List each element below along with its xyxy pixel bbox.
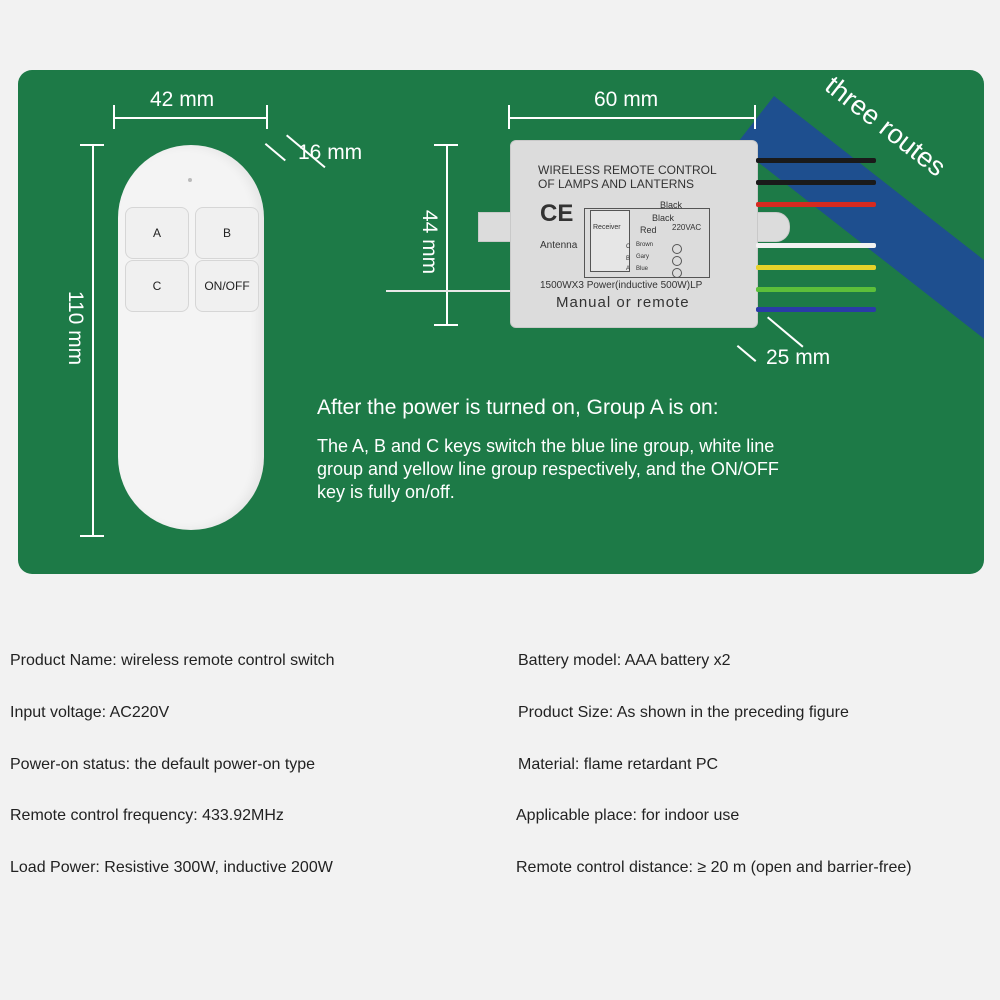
wire-green <box>756 287 876 292</box>
remote-thickness-label: 16 mm <box>298 141 363 164</box>
lamp-icon <box>672 256 682 266</box>
spec-input-voltage: Input voltage: AC220V <box>10 704 170 721</box>
receiver-mode-line: Manual or remote <box>556 294 690 311</box>
remote-control: A B C ON/OFF <box>118 145 264 530</box>
spec-control-distance: Remote control distance: ≥ 20 m (open an… <box>516 859 912 876</box>
body-line-1: The A, B and C keys switch the blue line… <box>317 436 775 456</box>
remote-width-label: 42 mm <box>150 88 215 111</box>
spec-power-on-status: Power-on status: the default power-on ty… <box>10 756 316 773</box>
diagram-label-gary: Gary <box>636 254 650 260</box>
receiver-width-label: 60 mm <box>594 88 659 111</box>
remote-width-tick-right <box>266 105 268 129</box>
receiver-height-tick-top <box>434 144 458 146</box>
spec-frequency: Remote control frequency: 433.92MHz <box>10 807 284 824</box>
spec-product-size: Product Size: As shown in the preceding … <box>518 704 849 721</box>
diagram-letter-c: C <box>626 244 631 250</box>
receiver-width-tick-left <box>508 105 510 129</box>
receiver-title-line2: OF LAMPS AND LANTERNS <box>538 177 695 191</box>
spec-product-name: Product Name: wireless remote control sw… <box>10 652 335 669</box>
remote-height-line <box>92 144 94 537</box>
diagram-label-brown: Brown <box>636 242 654 248</box>
remote-width-line <box>113 117 268 119</box>
lamp-icon <box>672 268 682 278</box>
diagram-letter-b: B <box>626 256 631 262</box>
spec-applicable-place: Applicable place: for indoor use <box>516 807 740 824</box>
diagram-receiver-box <box>590 210 630 272</box>
receiver-module <box>510 140 758 328</box>
diagram-label-black-2: Black <box>652 213 675 223</box>
remote-height-label: 110 mm <box>64 290 87 366</box>
remote-height-tick-top <box>80 144 104 146</box>
diagram-label-black-1: Black <box>660 200 683 210</box>
diagram-receiver-label: Receiver <box>593 224 621 231</box>
body-line-3: key is fully on/off. <box>317 482 455 502</box>
wire-red <box>756 202 876 207</box>
remote-width-tick-left <box>113 105 115 129</box>
spec-material: Material: flame retardant PC <box>518 756 719 773</box>
receiver-thickness-label: 25 mm <box>766 346 831 369</box>
key-onoff-button[interactable]: ON/OFF <box>195 260 259 312</box>
receiver-mount-ear-left <box>478 212 514 242</box>
receiver-mount-ear-right <box>754 212 790 242</box>
spec-battery-model: Battery model: AAA battery x2 <box>518 652 731 669</box>
ce-mark: CE <box>540 200 574 227</box>
wire-black-1 <box>756 158 876 163</box>
diagram-letter-a: A <box>626 266 631 272</box>
wire-yellow <box>756 265 876 270</box>
remote-led <box>188 178 192 182</box>
body-line-2: group and yellow line group respectively… <box>317 459 779 479</box>
key-a-button[interactable]: A <box>125 207 189 259</box>
wiring-diagram <box>584 208 710 278</box>
headline: After the power is turned on, Group A is… <box>317 396 719 419</box>
key-b-button[interactable]: B <box>195 207 259 259</box>
receiver-width-tick-right <box>754 105 756 129</box>
lamp-icon <box>672 244 682 254</box>
antenna-label: Antenna <box>540 240 578 251</box>
wire-blue <box>756 307 876 312</box>
receiver-width-line <box>508 117 756 119</box>
receiver-height-line <box>446 144 448 326</box>
wire-black-2 <box>756 180 876 185</box>
diagram-label-220vac: 220VAC <box>672 223 702 232</box>
receiver-height-label: 44 mm <box>418 209 441 275</box>
antenna-wire <box>386 290 512 292</box>
diagram-label-red: Red <box>640 225 657 235</box>
receiver-title-line1: WIRELESS REMOTE CONTROL <box>538 163 717 177</box>
receiver-power-line: 1500WX3 Power(inductive 500W)LP <box>540 280 703 291</box>
spec-load-power: Load Power: Resistive 300W, inductive 20… <box>10 859 333 876</box>
remote-height-tick-bottom <box>80 535 104 537</box>
wire-white <box>756 243 876 248</box>
receiver-height-tick-bottom <box>434 324 458 326</box>
key-c-button[interactable]: C <box>125 260 189 312</box>
diagram-label-blue: Blue <box>636 266 649 272</box>
